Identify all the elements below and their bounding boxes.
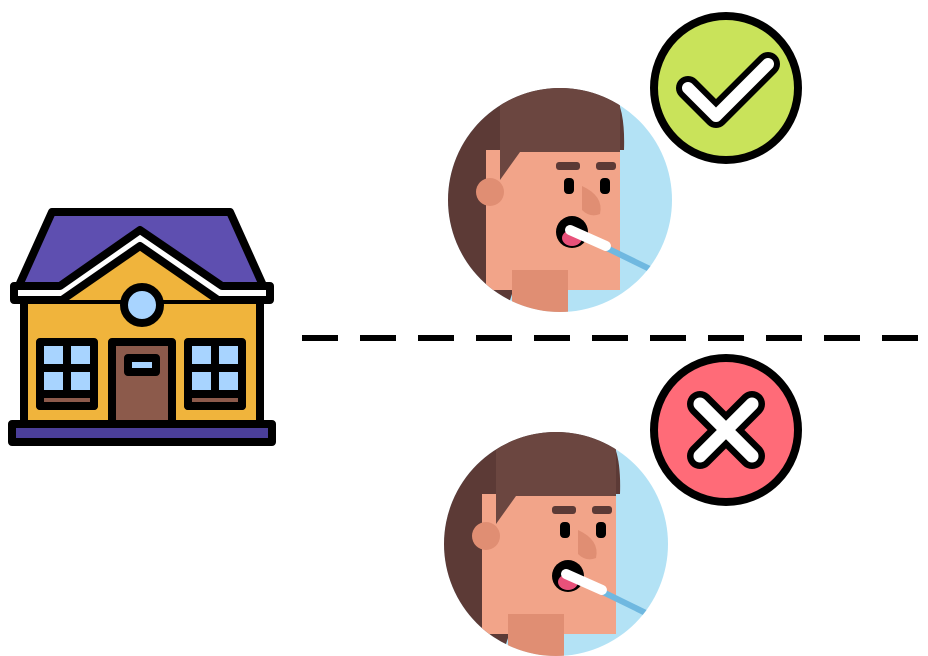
cross-icon [654,358,798,502]
check-icon [654,16,798,160]
person-swab-test-icon [442,430,668,656]
house-icon [12,212,272,442]
person-swab-test-icon [446,86,672,330]
